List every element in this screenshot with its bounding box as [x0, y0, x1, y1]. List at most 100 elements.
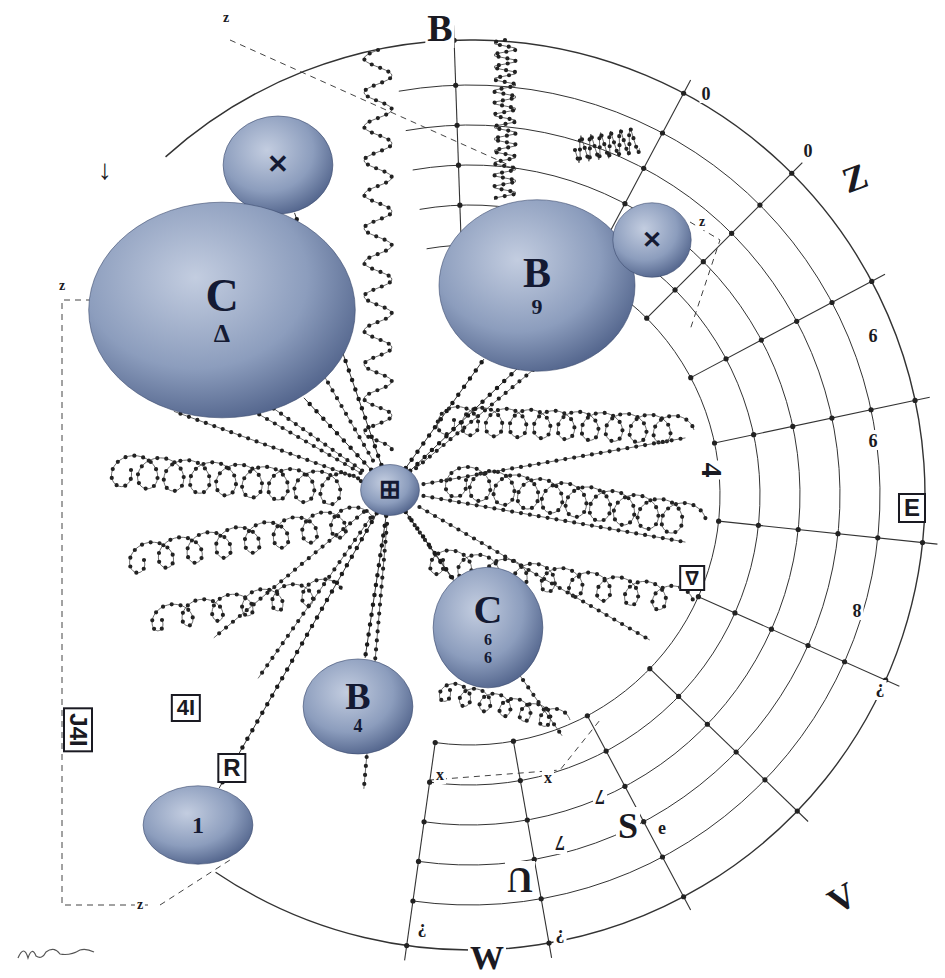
- grid-ring: [166, 40, 925, 950]
- dotted-connector: [304, 398, 371, 470]
- blob-fill: [143, 786, 253, 864]
- loop-string-dots: [440, 684, 571, 727]
- grid-dot: [734, 749, 739, 754]
- radial-string-line: [423, 496, 685, 542]
- blob-node: ✕: [222, 115, 334, 215]
- score-mark: B: [425, 8, 454, 48]
- grid-dot: [647, 666, 652, 671]
- score-mark: z: [57, 278, 67, 294]
- grid-dot: [454, 123, 459, 128]
- grid-dot: [416, 859, 421, 864]
- grid-dot: [696, 594, 701, 599]
- grid-spoke: [715, 397, 930, 443]
- grid-dot: [585, 713, 590, 718]
- grid-dot: [789, 171, 794, 176]
- score-mark: 8: [851, 600, 864, 620]
- score-mark: Z: [835, 155, 874, 200]
- loop-string-dots: [130, 507, 374, 573]
- blob-letter: B: [345, 677, 370, 715]
- grid-dot: [835, 531, 840, 536]
- grid-ring: [399, 85, 880, 905]
- coil-string-line: [495, 40, 516, 200]
- loop-string: [130, 507, 374, 573]
- wave-string-dots: [364, 50, 392, 450]
- connector-line: [365, 516, 386, 658]
- grid-dot: [511, 739, 516, 744]
- score-mark: 9: [867, 430, 880, 450]
- loop-string-line: [438, 407, 695, 444]
- radial-string-dots: [423, 496, 685, 542]
- score-mark: U: [505, 861, 535, 899]
- grid-dot: [875, 535, 880, 540]
- boxed-sign: R: [217, 753, 246, 783]
- grid-dot: [622, 201, 627, 206]
- score-mark: e: [656, 818, 668, 838]
- blob-node: 1: [142, 785, 254, 865]
- score-mark: ↓: [96, 155, 114, 185]
- blob-letter: C: [474, 590, 503, 630]
- boxed-sign: Δ: [679, 565, 705, 591]
- grid-dot: [912, 398, 917, 403]
- loop-string-line: [130, 507, 374, 573]
- grid-dot: [751, 432, 756, 437]
- score-mark: ?: [874, 680, 887, 700]
- grid-dot: [410, 898, 415, 903]
- score-mark: S: [616, 807, 640, 845]
- grid-dot: [660, 130, 665, 135]
- connector-dots: [406, 359, 484, 468]
- blob-mark: Δ: [214, 321, 230, 347]
- grid-dot: [762, 777, 767, 782]
- grid-dot: [622, 784, 627, 789]
- radial-string-line: [174, 411, 358, 478]
- score-mark: ?: [554, 926, 567, 946]
- loop-string-line: [112, 456, 367, 505]
- dotted-connector: [365, 516, 386, 658]
- loop-string-line: [440, 684, 571, 727]
- blob-node: C66: [432, 566, 544, 689]
- connector-dots: [406, 512, 454, 579]
- boxed-sign: J4I: [63, 707, 93, 752]
- score-mark: ?: [416, 920, 429, 940]
- grid-dot: [546, 940, 551, 945]
- wave-string-line: [364, 50, 392, 450]
- score-mark: x: [542, 769, 554, 787]
- grid-dot: [920, 540, 925, 545]
- coil-string: [495, 40, 516, 200]
- grid-spoke: [454, 25, 462, 245]
- radial-string-line: [258, 518, 370, 679]
- grid-dot: [457, 203, 462, 208]
- blob-fill: [439, 199, 635, 371]
- grid-dot: [829, 415, 834, 420]
- grid-dot: [723, 356, 728, 361]
- dashed-guides: [62, 40, 720, 905]
- grid-dot: [805, 643, 810, 648]
- blob-fill: [223, 116, 333, 214]
- grid-dot: [525, 817, 530, 822]
- score-mark: 7: [593, 786, 607, 808]
- grid-dot: [795, 808, 800, 813]
- blob-node: ⊞: [360, 464, 420, 516]
- blob-letter: B: [523, 252, 551, 294]
- radial-string: [174, 411, 358, 478]
- loop-string: [440, 684, 571, 727]
- coil-string-line: [575, 128, 640, 163]
- grid-dot: [769, 627, 774, 632]
- blob-mark: 9: [532, 296, 543, 318]
- coil-string-dots: [495, 40, 516, 200]
- grid-dot: [427, 780, 432, 785]
- grid-dot: [794, 319, 799, 324]
- grid-dot: [681, 894, 686, 899]
- radial-string: [258, 518, 370, 679]
- grid-dot: [676, 694, 681, 699]
- loop-string-dots: [112, 456, 367, 505]
- score-mark: x: [434, 766, 446, 784]
- coil-string-dots: [575, 128, 640, 163]
- score-mark: z: [697, 214, 707, 230]
- blob-node: ✕: [612, 202, 692, 278]
- loop-string-dots: [438, 407, 695, 444]
- score-mark: z: [135, 897, 145, 913]
- grid-dot: [421, 819, 426, 824]
- grid-dot: [716, 519, 721, 524]
- grid-dot: [732, 610, 737, 615]
